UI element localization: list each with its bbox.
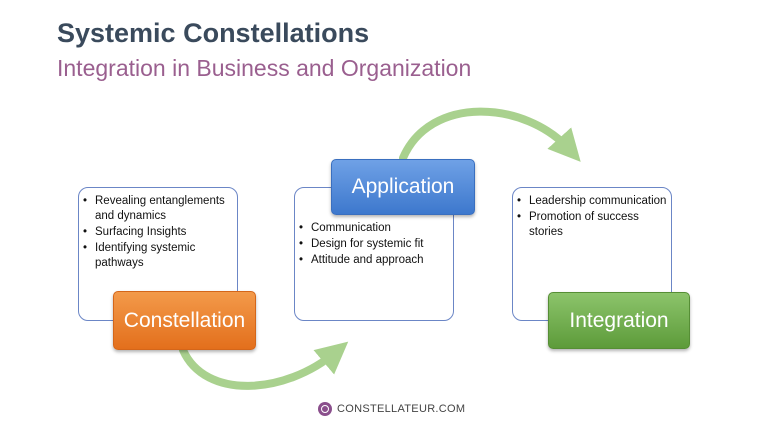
list-item: Surfacing Insights bbox=[83, 225, 237, 240]
arrow-constellation-to-application bbox=[179, 341, 349, 390]
footer-brand: CONSTELLATEUR.COM bbox=[318, 402, 465, 416]
brand-text: CONSTELLATEUR.COM bbox=[337, 403, 466, 415]
page-title: Systemic Constellations bbox=[57, 18, 370, 48]
list-item: Design for systemic fit bbox=[299, 237, 453, 252]
list-item: Attitude and approach bbox=[299, 253, 453, 268]
stage-label-constellation: Constellation bbox=[113, 291, 256, 350]
list-item: Leadership communication bbox=[517, 194, 671, 209]
list-item: Revealing entanglements and dynamics bbox=[83, 194, 237, 224]
stage-label-application: Application bbox=[331, 159, 475, 215]
bullet-list: Leadership communication Promotion of su… bbox=[513, 194, 671, 240]
bullet-list: Revealing entanglements and dynamics Sur… bbox=[79, 194, 237, 271]
arrow-application-to-integration bbox=[399, 107, 581, 162]
circle-logo-icon bbox=[318, 402, 332, 416]
list-item: Promotion of success stories bbox=[517, 210, 671, 240]
bullet-list: Communication Design for systemic fit At… bbox=[295, 221, 453, 268]
page-subtitle: Integration in Business and Organization bbox=[57, 55, 472, 81]
list-item: Identifying systemic pathways bbox=[83, 241, 237, 271]
stage-label-integration: Integration bbox=[548, 292, 690, 349]
list-item: Communication bbox=[299, 221, 453, 236]
